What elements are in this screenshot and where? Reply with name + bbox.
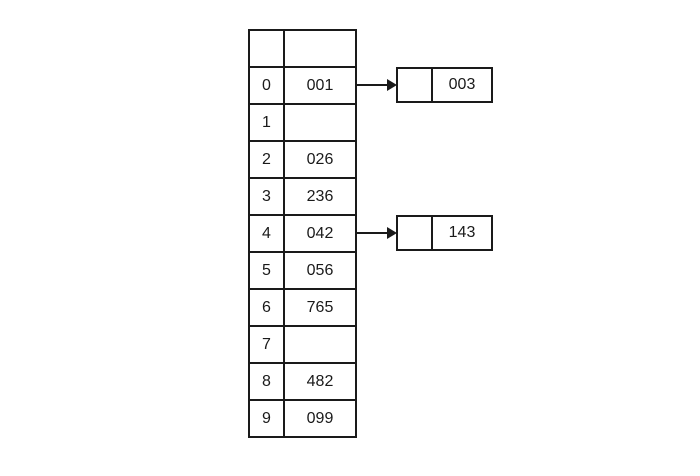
- bucket-index-cell: 3: [248, 177, 285, 216]
- bucket-header-value-cell: [283, 29, 357, 68]
- bucket-row-6: 6 765: [248, 288, 357, 327]
- bucket-row-1: 1: [248, 103, 357, 142]
- bucket-value-cell: 026: [283, 140, 357, 179]
- bucket-value-cell: 236: [283, 177, 357, 216]
- bucket-value-cell: 056: [283, 251, 357, 290]
- chain-node-bucket-4: 143: [396, 215, 493, 251]
- chain-arrow-bucket-0: [355, 79, 397, 91]
- bucket-row-4: 4 042: [248, 214, 357, 253]
- bucket-index-cell: 1: [248, 103, 285, 142]
- bucket-row-5: 5 056: [248, 251, 357, 290]
- bucket-row-3: 3 236: [248, 177, 357, 216]
- bucket-index-cell: 4: [248, 214, 285, 253]
- node-value-cell: 003: [433, 69, 491, 101]
- bucket-row-2: 2 026: [248, 140, 357, 179]
- bucket-index-cell: 5: [248, 251, 285, 290]
- bucket-index-cell: 9: [248, 399, 285, 438]
- bucket-value-cell: 765: [283, 288, 357, 327]
- bucket-row-9: 9 099: [248, 399, 357, 438]
- bucket-table: 0 001 1 2 026 3 236 4 042 5 056 6 765 7: [248, 29, 357, 438]
- bucket-value-cell: 482: [283, 362, 357, 401]
- bucket-value-cell: 042: [283, 214, 357, 253]
- bucket-index-cell: 2: [248, 140, 285, 179]
- bucket-row-0: 0 001: [248, 66, 357, 105]
- bucket-value-cell: [283, 325, 357, 364]
- node-pointer-cell: [398, 69, 433, 101]
- chain-node-bucket-0: 003: [396, 67, 493, 103]
- node-value-cell: 143: [433, 217, 491, 249]
- bucket-row-7: 7: [248, 325, 357, 364]
- bucket-header-row: [248, 29, 357, 68]
- bucket-index-cell: 0: [248, 66, 285, 105]
- bucket-row-8: 8 482: [248, 362, 357, 401]
- bucket-value-cell: 099: [283, 399, 357, 438]
- bucket-value-cell: 001: [283, 66, 357, 105]
- bucket-index-cell: 8: [248, 362, 285, 401]
- chain-arrow-bucket-4: [355, 227, 397, 239]
- node-pointer-cell: [398, 217, 433, 249]
- bucket-header-index-cell: [248, 29, 285, 68]
- bucket-value-cell: [283, 103, 357, 142]
- bucket-index-cell: 6: [248, 288, 285, 327]
- bucket-index-cell: 7: [248, 325, 285, 364]
